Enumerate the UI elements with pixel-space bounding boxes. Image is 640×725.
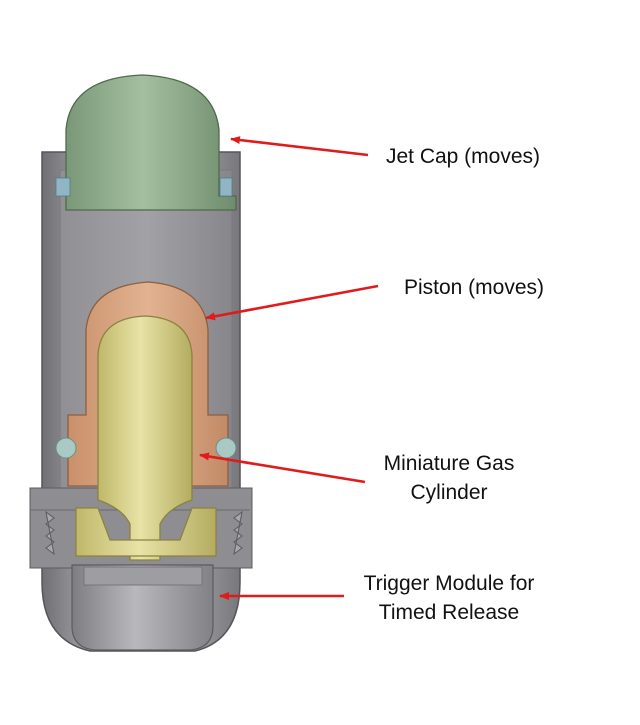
jet-cap — [55, 74, 237, 211]
arrow-gas-cylinder — [199, 452, 366, 484]
label-jet-cap: Jet Cap (moves) — [368, 142, 558, 171]
arrow-jet-cap — [230, 136, 369, 157]
label-gas-cylinder-line2: Cylinder — [410, 481, 488, 504]
label-piston-text: Piston (moves) — [403, 276, 545, 299]
label-trigger-module: Trigger Module for Timed Release — [344, 569, 554, 627]
seal-rings — [55, 437, 237, 459]
callout-arrows — [199, 136, 379, 600]
label-trigger-module-line1: Trigger Module for — [363, 572, 535, 595]
arrow-piston — [205, 284, 379, 321]
gas-cylinder — [75, 315, 217, 561]
label-gas-cylinder-line1: Miniature Gas — [383, 452, 515, 475]
label-piston: Piston (moves) — [384, 273, 564, 302]
label-gas-cylinder: Miniature Gas Cylinder — [354, 449, 544, 507]
label-trigger-module-line2: Timed Release — [378, 601, 520, 624]
trigger-module — [71, 564, 214, 651]
label-jet-cap-text: Jet Cap (moves) — [385, 145, 541, 168]
thread-detail — [45, 510, 243, 556]
